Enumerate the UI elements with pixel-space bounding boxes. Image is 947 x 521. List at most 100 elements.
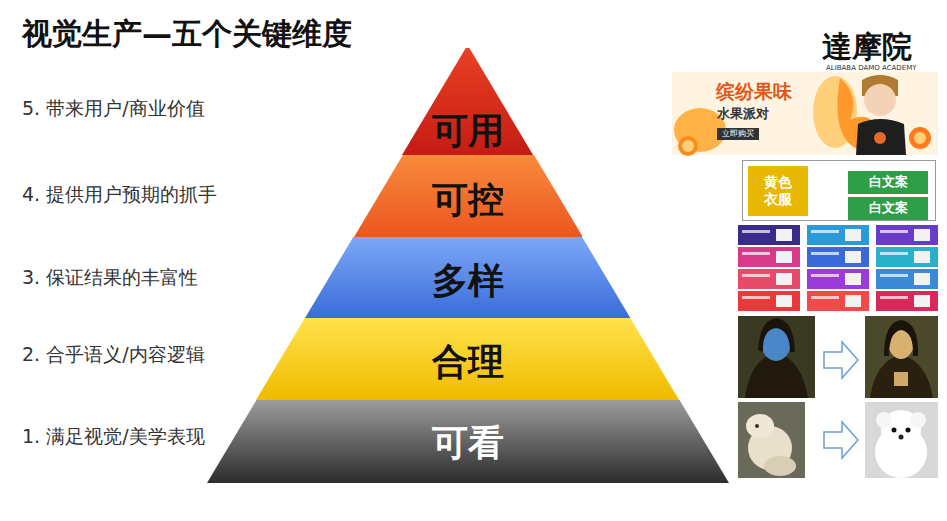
dimension-note: 4. 提供用户预期的抓手 [22, 183, 217, 207]
banner-grid-part [811, 230, 839, 233]
band-label: 可用 [432, 111, 504, 151]
dog-before-part [746, 414, 774, 438]
banner-grid-part [738, 291, 800, 311]
mona-lisa-before-part [758, 318, 795, 352]
pyramid-band: 可用 [402, 48, 533, 155]
dog-after-part [892, 428, 897, 433]
banner-grid-part [880, 296, 908, 299]
band-label: 多样 [432, 261, 504, 301]
banner-grid-part [738, 247, 800, 267]
layout-frame-part [743, 161, 936, 221]
dog-before-part [755, 424, 759, 428]
mona-lisa-before [738, 316, 815, 398]
fruit-banner-part [864, 84, 896, 116]
layout-frame [743, 161, 936, 221]
hollow-arrow-part [824, 422, 858, 458]
hollow-arrow-part [824, 342, 858, 378]
fruit-banner-part [856, 119, 906, 155]
banner-grid-part [845, 251, 861, 263]
logo-text: 達摩院 [822, 28, 912, 66]
mona-lisa-after-part [865, 316, 938, 398]
label-box: 黄色衣服 [748, 166, 808, 216]
fruit-banner [672, 72, 938, 156]
banner-grid-part [880, 252, 908, 255]
label-box: 白文案 [848, 171, 928, 194]
banner-subline: 水果派对 [717, 106, 769, 122]
pyramid-band: 多样 [305, 237, 630, 318]
fruit-banner-part [914, 132, 926, 144]
dimension-note: 5. 带来用户/商业价值 [22, 97, 205, 121]
banner-grid-part [880, 230, 908, 233]
dog-after-part [910, 412, 926, 428]
dog-after [865, 402, 938, 478]
banner-grid-part [811, 296, 839, 299]
fruit-banner-part [909, 127, 931, 149]
band-label: 可控 [432, 180, 504, 220]
banner-grid-part [807, 225, 869, 245]
banner-grid-part [876, 269, 938, 289]
mona-lisa-before-part [738, 316, 815, 398]
banner-grid-part [742, 296, 770, 299]
label-box: 白文案 [848, 197, 928, 220]
banner-grid-part [914, 251, 930, 263]
box-label: 白文案 [869, 174, 908, 190]
banner-grid-part [738, 225, 800, 245]
dimension-note: 2. 合乎语义/内容逻辑 [22, 343, 205, 367]
dog-after-part [865, 402, 938, 478]
band-label: 合理 [432, 342, 504, 382]
mona-lisa-after-part [870, 354, 933, 398]
banner-button: 立即购买 [717, 128, 759, 140]
banner-grid-part [742, 274, 770, 277]
dog-after-part [899, 435, 904, 440]
banner-grid-part [845, 295, 861, 307]
pyramid-band: 合理 [256, 318, 679, 400]
banner-grid-part [776, 251, 792, 263]
box-label: 黄色衣服 [763, 174, 793, 209]
banner-grid-part [845, 273, 861, 285]
mona-lisa-after-part [884, 320, 918, 356]
fruit-banner-part [874, 132, 886, 144]
mona-lisa-after [865, 316, 938, 398]
banner-grid-part [738, 269, 800, 289]
band-fill [305, 237, 630, 318]
banner-grid-part [742, 230, 770, 233]
dog-after-part [876, 412, 892, 428]
band-fill [402, 48, 533, 155]
banner-grid [738, 225, 938, 311]
banner-grid-part [876, 247, 938, 267]
banner-grid-part [914, 273, 930, 285]
banner-grid-part [876, 291, 938, 311]
dog-after-part [906, 428, 911, 433]
fruit-banner-part [672, 72, 938, 155]
band-fill [256, 318, 679, 400]
pyramid-band: 可控 [354, 155, 583, 237]
banner-grid-part [845, 229, 861, 241]
fruit-banner-part [678, 136, 698, 156]
dimension-note: 3. 保证结果的丰富性 [22, 266, 198, 290]
band-fill [354, 155, 583, 237]
banner-grid-part [914, 229, 930, 241]
banner-grid-part [807, 291, 869, 311]
banner-grid-part [914, 295, 930, 307]
banner-grid-part [811, 274, 839, 277]
banner-headline: 缤纷果味 [716, 80, 792, 104]
banner-grid-part [811, 252, 839, 255]
logo-subtext: ALIBABA DAMO ACADEMY [826, 64, 916, 73]
dimension-note: 1. 满足视觉/美学表现 [22, 425, 205, 449]
slide-title: 视觉生产—五个关键维度 [22, 14, 352, 55]
banner-grid-part [776, 273, 792, 285]
hollow-arrow [824, 342, 858, 458]
banner-grid-part [807, 269, 869, 289]
banner-grid-part [776, 229, 792, 241]
dog-before-part [764, 456, 796, 476]
banner-grid-part [876, 225, 938, 245]
banner-grid-part [807, 247, 869, 267]
banner-grid-part [880, 274, 908, 277]
band-label: 可看 [432, 423, 504, 463]
dog-before-part [738, 402, 805, 478]
fruit-banner-part [682, 140, 694, 152]
dog-before [738, 402, 805, 478]
mona-lisa-after-part [894, 372, 908, 386]
banner-grid-part [776, 295, 792, 307]
